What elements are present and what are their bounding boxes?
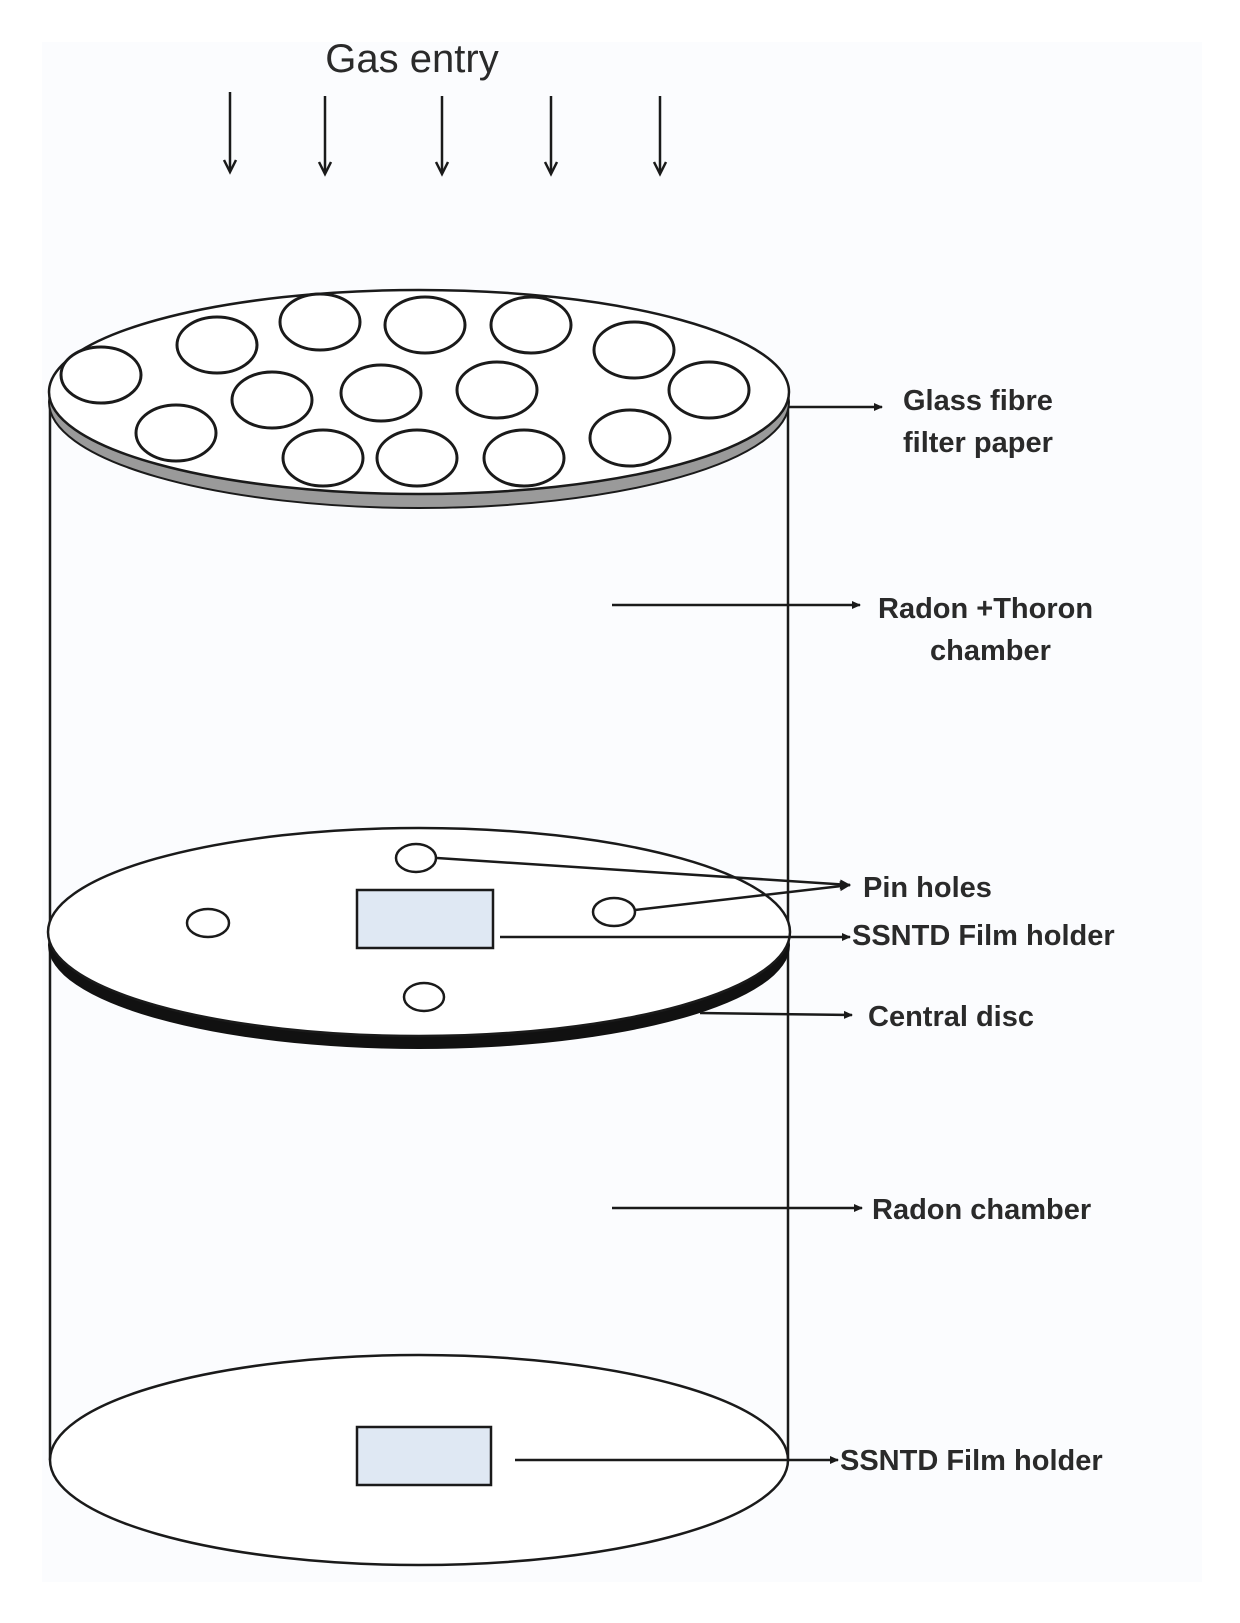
gas-arrow-1-head [222,159,238,175]
filter-pores [59,292,751,488]
gas-entry-title: Gas entry [325,37,498,81]
label-radon-chamber: Radon chamber [872,1194,1091,1226]
label-radon-thoron-2: chamber [930,635,1051,667]
leader-central-disc [699,1010,853,1019]
pore-7 [667,360,751,420]
diagram-panel [42,42,1202,1582]
pin-hole-right [591,896,637,928]
pore-10 [339,363,423,423]
gas-arrow-2-head [317,161,333,177]
glass-fibre-filter [47,288,791,509]
label-glass-fibre-1: Glass fibre [903,385,1053,417]
pore-5 [489,295,573,355]
gas-arrow-5-head [652,161,668,177]
pore-1 [59,345,143,405]
pore-11 [455,360,539,420]
pore-3 [278,292,362,352]
label-pin-holes: Pin holes [863,872,992,904]
pore-4 [383,295,467,355]
pore-8 [134,403,218,463]
central-disc [46,826,792,1049]
gas-arrow-4-head [543,161,559,177]
leader-lines [436,403,883,1464]
pore-6 [592,320,676,380]
leader-pin-top [436,856,851,890]
pore-14 [375,428,459,488]
pore-12 [588,408,672,468]
pore-15 [482,428,566,488]
gas-entry-arrows [222,92,668,177]
label-film-holder-lower: SSNTD Film holder [840,1445,1103,1477]
pore-2 [175,315,259,375]
pore-9 [230,370,314,430]
film-holder-lower [355,1425,493,1487]
leader-pin-right [634,881,851,912]
pin-hole-bottom [402,981,446,1013]
pin-hole-top [394,842,438,874]
label-radon-thoron-1: Radon +Thoron [878,593,1093,625]
label-glass-fibre-2: filter paper [903,427,1053,459]
pin-holes-group [185,842,637,1013]
gas-arrow-3-head [434,161,450,177]
film-holder-upper [355,888,495,950]
pin-hole-left [185,907,231,939]
label-film-holder-upper: SSNTD Film holder [852,920,1115,952]
label-central-disc: Central disc [868,1001,1034,1033]
pore-13 [281,428,365,488]
